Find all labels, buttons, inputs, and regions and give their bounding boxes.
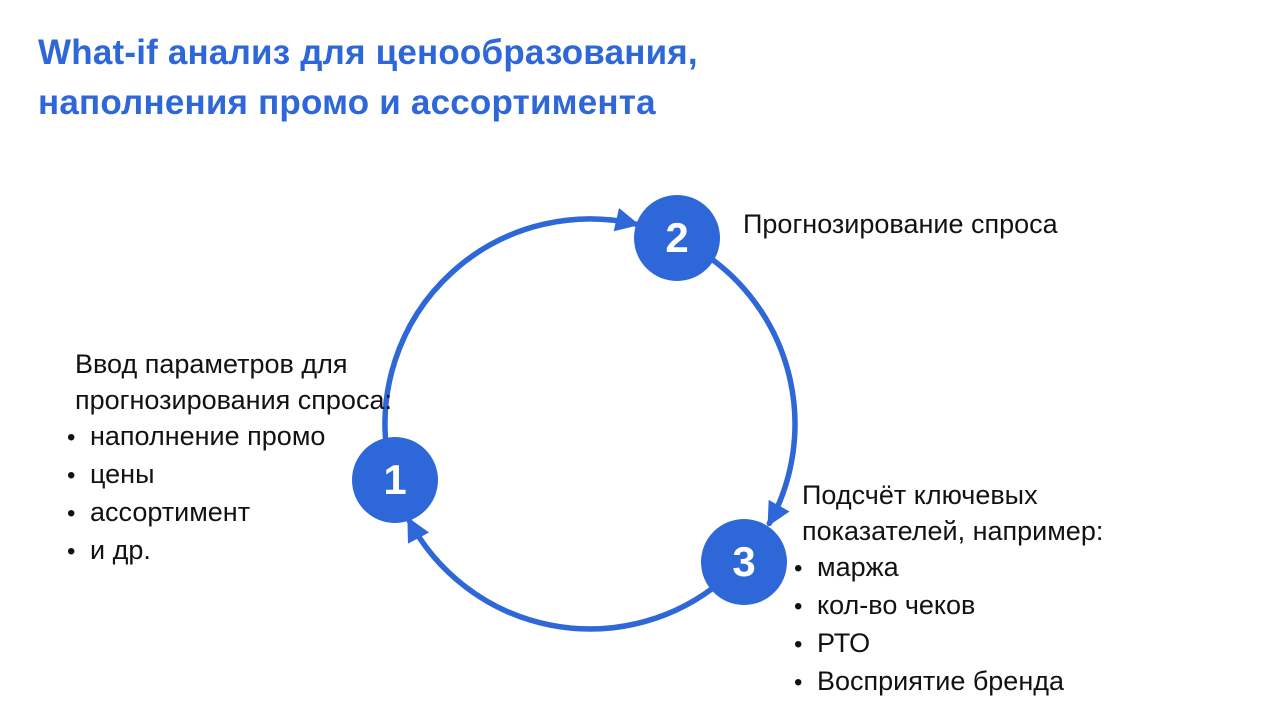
step2-label: Прогнозирование спроса — [743, 209, 1058, 239]
cycle-node-2-number: 2 — [665, 214, 689, 261]
step3-bullet-1: маржа — [794, 549, 1132, 587]
step3-bullet-3: РТО — [794, 625, 1132, 663]
step1-bullet-4: и др. — [67, 532, 405, 570]
step3-bullet-list: маржа кол-во чеков РТО Восприятие бренда — [794, 549, 1132, 701]
step1-bullet-1: наполнение промо — [67, 418, 405, 456]
cycle-node-3-number: 3 — [732, 538, 756, 585]
cycle-node-3: 3 — [701, 519, 787, 605]
step1-bullet-list: наполнение промо цены ассортимент и др. — [67, 418, 405, 570]
step1-text-block: Ввод параметров для прогнозирования спро… — [75, 346, 405, 570]
step3-heading-line-2: показателей, например: — [802, 516, 1104, 546]
step1-heading-line-1: Ввод параметров для — [75, 349, 348, 379]
step1-bullet-3: ассортимент — [67, 494, 405, 532]
step3-heading-line-1: Подсчёт ключевых — [802, 480, 1038, 510]
slide-title-line-2: наполнения промо и ассортимента — [38, 83, 656, 122]
cycle-node-2: 2 — [634, 195, 720, 281]
step1-bullet-2: цены — [67, 456, 405, 494]
slide-title: What-if анализ для ценообразования, напо… — [38, 28, 938, 128]
step1-heading-line-2: прогнозирования спроса: — [75, 385, 392, 415]
arrow-1-to-2 — [382, 208, 640, 456]
arrow-2-to-3 — [698, 249, 798, 527]
step3-bullet-2: кол-во чеков — [794, 587, 1132, 625]
arrow-3-to-1 — [406, 517, 725, 632]
step3-text-block: Подсчёт ключевых показателей, например: … — [802, 477, 1132, 701]
step3-bullet-4: Восприятие бренда — [794, 663, 1132, 701]
slide-title-line-1: What-if анализ для ценообразования, — [38, 33, 698, 72]
